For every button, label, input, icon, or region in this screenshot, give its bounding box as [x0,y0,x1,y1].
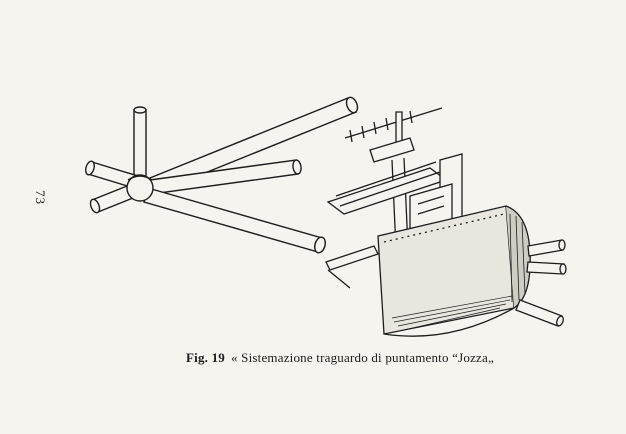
figure-label: Fig. 19 [186,350,225,365]
figure-caption-text: « Sistemazione traguardo di puntamento “… [230,350,494,365]
sighting-device-drawing [325,107,567,337]
figure-caption: Fig. 19 « Sistemazione traguardo di punta… [120,350,560,366]
pipe-joint-drawing [84,96,359,254]
